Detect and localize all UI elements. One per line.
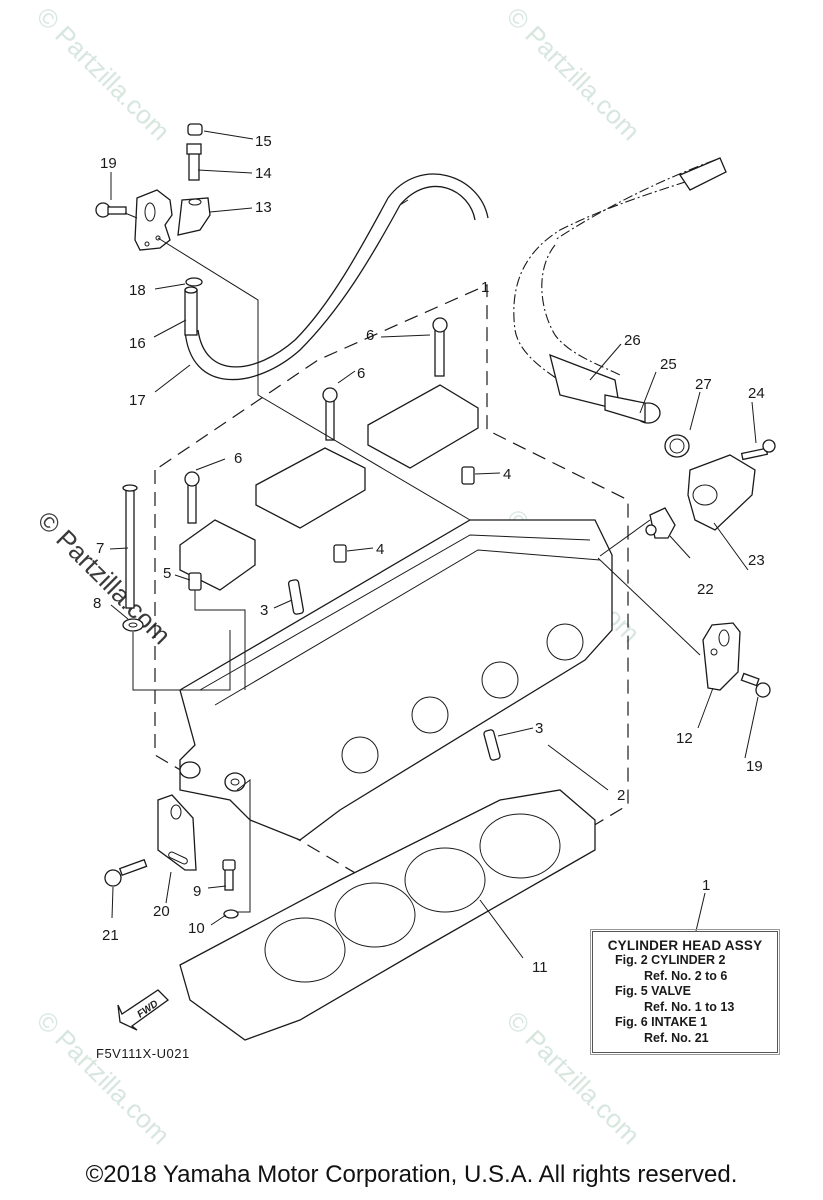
callout-12: 12 (676, 730, 693, 747)
valve-guide-3-upper (287, 579, 305, 615)
leader-lines (109, 130, 759, 959)
callout-21: 21 (102, 927, 119, 944)
hose-clamp-27 (664, 434, 690, 458)
callout-16: 16 (129, 335, 146, 352)
callout-26: 26 (624, 332, 641, 349)
callout-17: 17 (129, 392, 146, 409)
callout-6: 6 (366, 327, 374, 344)
assembly-boundary (154, 284, 629, 921)
bracket-20 (157, 794, 197, 871)
dowel-4-right (461, 466, 475, 485)
cap-15 (187, 123, 203, 136)
reference-box-title: CYLINDER HEAD ASSY (607, 938, 763, 953)
callouts: 1 2 3 3 4 4 5 6 6 6 7 8 9 10 11 12 13 14… (93, 133, 765, 976)
forward-direction-arrow: FWD (117, 989, 169, 1031)
copyright-notice: ©2018 Yamaha Motor Corporation, U.S.A. A… (85, 1161, 738, 1188)
bolt-24 (740, 439, 776, 461)
dowel-5 (188, 572, 202, 591)
callout-19: 19 (746, 758, 763, 775)
thermostat-cover-23 (687, 454, 756, 531)
dowel-4-middle (333, 544, 347, 563)
bolt-21 (104, 858, 148, 887)
reference-row: Ref. No. 21 (644, 1030, 709, 1045)
bolt-9 (222, 859, 236, 891)
thermostat-22 (645, 507, 676, 539)
callout-11: 11 (532, 959, 548, 976)
cylinder-head (179, 519, 613, 841)
callout-4: 4 (376, 541, 384, 558)
reference-box: CYLINDER HEAD ASSY Fig. 2 CYLINDER 2 Ref… (590, 929, 780, 1055)
fitting-14 (186, 143, 202, 181)
callout-8: 8 (93, 595, 101, 612)
camshaft-cap-left (179, 471, 256, 591)
callout-3: 3 (260, 602, 268, 619)
reference-row: Ref. No. 2 to 6 (644, 968, 728, 983)
callout-1-assy: 1 (702, 877, 710, 894)
camshaft-cap-middle (255, 387, 366, 529)
callout-10: 10 (188, 920, 205, 937)
breather-pipe (513, 157, 727, 424)
callout-7: 7 (96, 540, 104, 557)
bolt-19-upper (95, 202, 127, 218)
callout-6: 6 (357, 365, 365, 382)
callout-9: 9 (193, 883, 201, 900)
callout-22: 22 (697, 581, 714, 598)
diagram-code: F5V111X-U021 (96, 1046, 190, 1061)
washer-10 (223, 909, 239, 919)
reference-row: Fig. 6 INTAKE 1 (615, 1015, 708, 1029)
head-gasket-11 (179, 789, 596, 1041)
hose-fitting-16 (184, 286, 198, 336)
reference-row: Ref. No. 1 to 13 (644, 999, 735, 1014)
callout-18: 18 (129, 282, 146, 299)
callout-3: 3 (535, 720, 543, 737)
callout-13: 13 (255, 199, 272, 216)
callout-27: 27 (695, 376, 712, 393)
callout-25: 25 (660, 356, 677, 373)
callout-6: 6 (234, 450, 242, 467)
camshaft-cap-right (367, 317, 479, 469)
hose-clip-18 (185, 277, 203, 287)
watermark: © Partzilla.com (31, 1, 176, 146)
callout-5: 5 (163, 565, 171, 582)
callout-24: 24 (748, 385, 765, 402)
bolt-19-lower (740, 672, 771, 698)
callout-4: 4 (503, 466, 511, 483)
callout-14: 14 (255, 165, 272, 182)
valve-guide-3-lower (483, 729, 501, 761)
bracket-12 (702, 622, 741, 691)
breather-hose (184, 173, 489, 381)
washer-8 (122, 618, 144, 632)
reference-row: Fig. 5 VALVE (615, 984, 691, 998)
reference-row: Fig. 2 CYLINDER 2 (615, 953, 726, 967)
bracket-13 (134, 189, 211, 251)
callout-23: 23 (748, 552, 765, 569)
watermark: © Partzilla.com (501, 1, 646, 146)
callout-2: 2 (617, 787, 625, 804)
callout-15: 15 (255, 133, 272, 150)
callout-19: 19 (100, 155, 117, 172)
callout-20: 20 (153, 903, 170, 920)
callout-1: 1 (481, 279, 489, 296)
watermark: © Partzilla.com (31, 1005, 176, 1150)
